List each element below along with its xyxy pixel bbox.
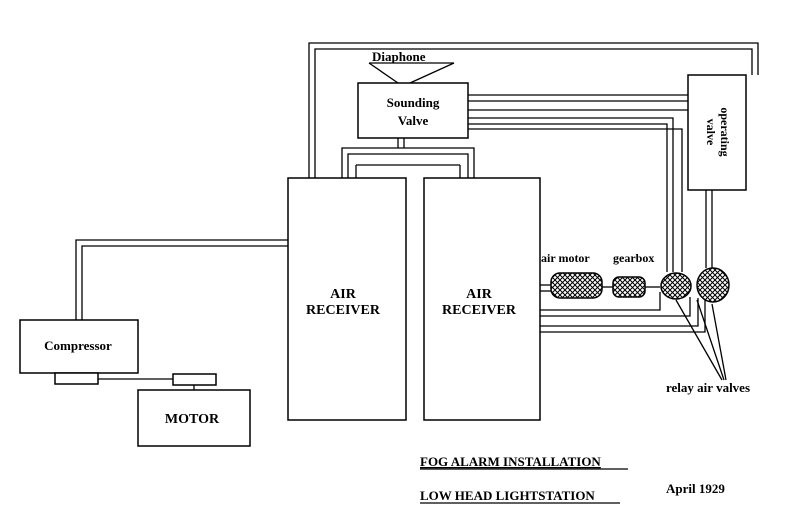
pipe-sounding-to-operating xyxy=(468,94,688,111)
relay-valves-leaders xyxy=(675,299,727,381)
air-receiver-2-label-line1: AIR xyxy=(466,287,493,302)
operating-valve-label-line1: operating xyxy=(718,107,732,156)
motor-coupling xyxy=(172,373,217,386)
operating-valve-box xyxy=(687,74,747,191)
relay-air-valves-label: relay air valves xyxy=(666,380,750,395)
relay-valve-2 xyxy=(696,267,730,303)
pipe-operating-to-relay xyxy=(705,190,713,268)
compressor-base xyxy=(54,372,99,385)
pipe-top-loop xyxy=(308,42,759,178)
air-receiver-1-label-line2: RECEIVER xyxy=(306,303,381,318)
caption-title-line2: LOW HEAD LIGHTSTATION xyxy=(420,488,595,503)
pipe-receiver-to-relay xyxy=(540,292,706,333)
caption-title-line1: FOG ALARM INSTALLATION xyxy=(420,454,601,469)
air-receiver-1-box xyxy=(287,177,407,421)
operating-valve-label-line2: valve xyxy=(704,119,718,146)
relay-valve-1 xyxy=(660,272,692,300)
diaphone-label: Diaphone xyxy=(372,49,426,64)
gearbox-body xyxy=(612,276,646,298)
pipe-compressor-to-receiver xyxy=(75,239,288,320)
motor-box xyxy=(137,389,251,447)
pipe-compressor-to-motor xyxy=(98,378,195,390)
pipe-sounding-to-relay xyxy=(468,117,683,272)
air-motor-label: air motor xyxy=(541,251,590,265)
caption-date: April 1929 xyxy=(666,481,725,496)
pipe-receiver-to-air-motor xyxy=(540,284,660,292)
pipe-sounding-to-receivers xyxy=(341,138,475,178)
air-receiver-2-box xyxy=(423,177,541,421)
compressor-box xyxy=(19,319,139,374)
sounding-valve-label-line2: Valve xyxy=(398,113,429,128)
diaphone-horn xyxy=(368,62,455,84)
gearbox-label: gearbox xyxy=(613,251,654,265)
air-receiver-2-label-line2: RECEIVER xyxy=(442,303,517,318)
air-receiver-1-label-line1: AIR xyxy=(330,287,357,302)
air-motor-body xyxy=(550,272,603,299)
operating-valve-label: operating valve xyxy=(704,107,732,156)
compressor-label: Compressor xyxy=(44,338,112,353)
sounding-valve-box xyxy=(357,82,469,139)
sounding-valve-label-line1: Sounding xyxy=(387,95,440,110)
motor-label: MOTOR xyxy=(165,412,220,427)
